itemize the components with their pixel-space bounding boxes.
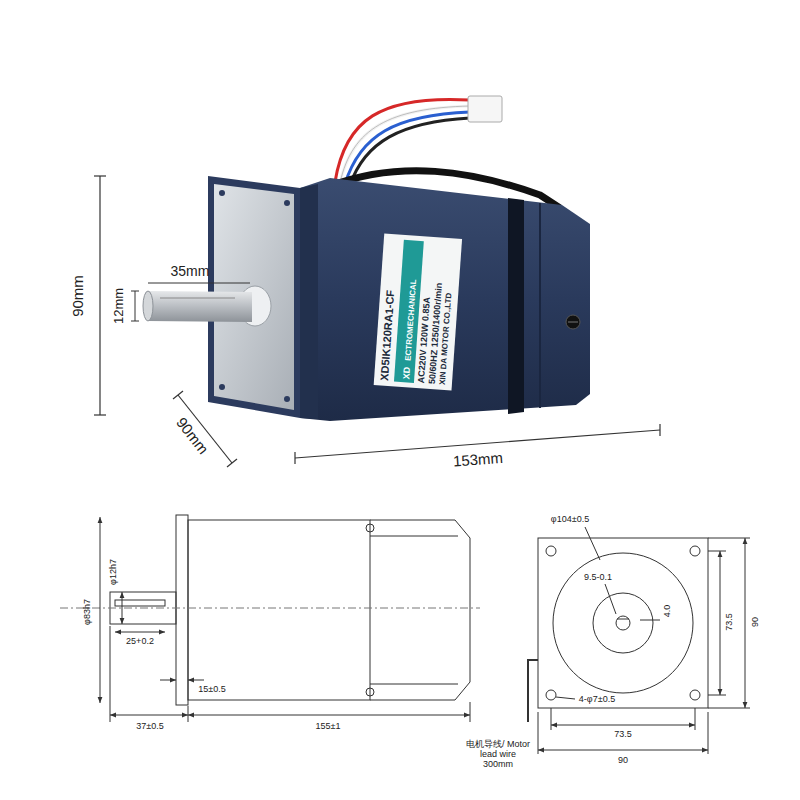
dimension-label: 9.5-0.1 [584,573,612,583]
dimension-label: 90mm [70,275,87,317]
dimension-label: 37±0.5 [136,722,163,732]
dimension-label: 25+0.2 [126,637,154,647]
dimension-label: 12mm [112,288,126,324]
dimension-label: 155±1 [316,722,341,732]
dimension-label: φ12h7 [109,559,119,585]
dimension-label: 90 [618,756,628,766]
nameplate-sticker: XD5IK120RA1-CFXDECTROMECHANICALAC220V 12… [374,233,463,390]
dimension-label: 35mm [171,264,210,279]
dimension-label: φ104±0.5 [551,515,589,525]
dimension-label: 4.0 [663,605,673,618]
dimension-label: 90 [751,617,761,627]
dimension-label: 15±0.5 [198,685,225,695]
dimension-label: 153mm [452,450,503,470]
dimension-label: 90mm [173,414,212,457]
brand-name: ECTROMECHANICAL [403,279,419,361]
dimension-label: φ83h7 [83,599,93,625]
dimension-label: 73.5 [614,730,632,740]
lead-wire-note: 电机导线/ Motor lead wire 300mm [466,740,530,770]
dimension-label: 73.5 [725,613,735,631]
brand-mark: XD [401,366,413,379]
dimension-label: 4-φ7±0.5 [579,695,615,705]
